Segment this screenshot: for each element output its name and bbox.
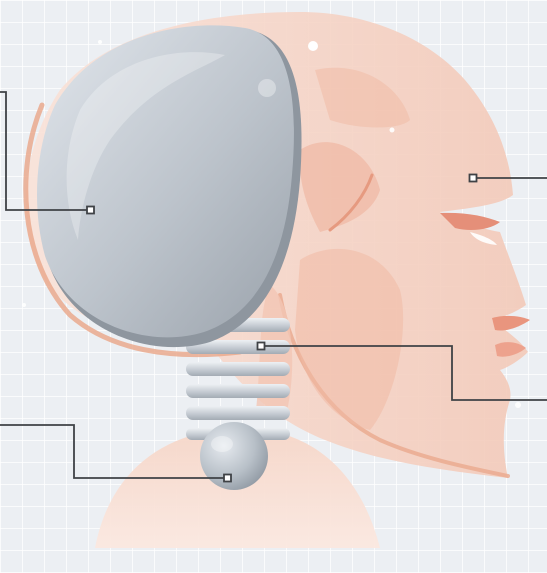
lips bbox=[492, 316, 530, 331]
sparkle-dot bbox=[308, 41, 318, 51]
sparkle-dot bbox=[390, 128, 395, 133]
callout-anchor-face bbox=[470, 175, 477, 182]
ball-joint bbox=[200, 422, 268, 490]
sparkle-dot bbox=[22, 303, 26, 307]
callout-anchor-skull-cap bbox=[87, 207, 94, 214]
callout-anchor-neck-ball bbox=[224, 475, 231, 482]
callout-anchor-spine-joint bbox=[258, 343, 265, 350]
sparkle-dot bbox=[515, 402, 521, 408]
helmet-rivet bbox=[258, 79, 276, 97]
sparkle-dot bbox=[98, 40, 102, 44]
